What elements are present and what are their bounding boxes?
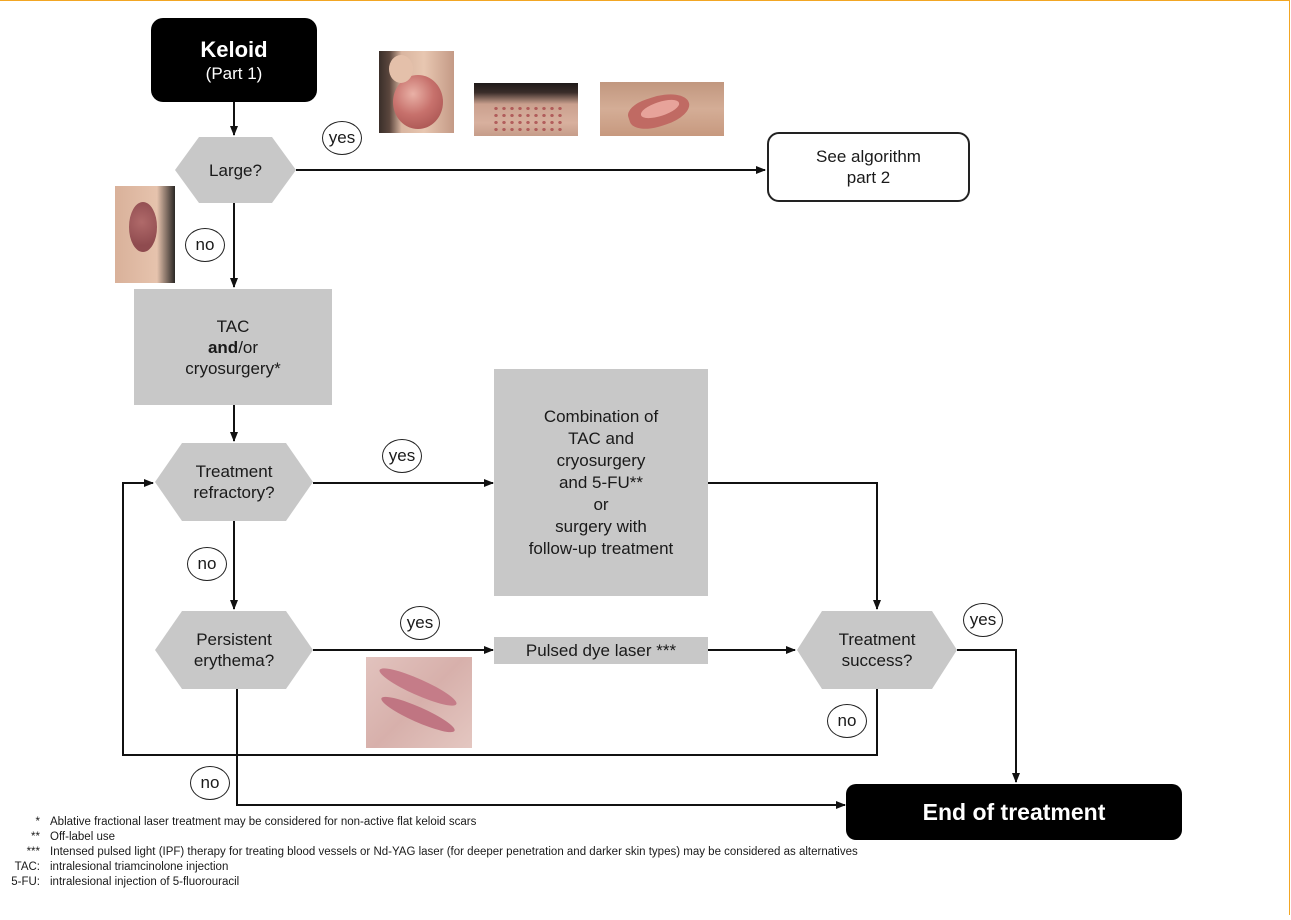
footnote-row: 5-FU: intralesional injection of 5-fluor… — [4, 875, 1284, 890]
refractory-decision-label: Treatment refractory? — [155, 443, 313, 521]
success-yes-arrow — [957, 649, 1020, 783]
tac-line1: TAC — [216, 316, 250, 336]
erythema-yes-label: yes — [400, 606, 440, 640]
footnote-row: *** Intensed pulsed light (IPF) therapy … — [4, 845, 1284, 860]
footnote-text: Intensed pulsed light (IPF) therapy for … — [50, 846, 858, 858]
start-title: Keloid — [200, 37, 268, 62]
footnotes: * Ablative fractional laser treatment ma… — [4, 815, 1284, 890]
success-decision-label: Treatment success? — [797, 611, 957, 689]
success-no-loop-arrow — [122, 479, 878, 756]
refractory-decision-shape — [155, 443, 313, 521]
erythema-decision-shape — [155, 611, 313, 689]
start-subtitle: (Part 1) — [205, 64, 263, 83]
refractory-line1: Treatment — [195, 462, 273, 481]
erythema-line1: Persistent — [196, 630, 272, 649]
combination-process-node: Combination of TAC and cryosurgery and 5… — [494, 369, 708, 596]
success-no-label: no — [827, 704, 867, 738]
large-text: Large? — [209, 160, 262, 180]
tac-bold-and: and — [207, 337, 239, 357]
pdl-process-node: Pulsed dye laser *** — [494, 637, 708, 664]
combination-line2: TAC and — [568, 428, 634, 448]
footnote-mark: *** — [26, 846, 40, 858]
footnote-row: ** Off-label use — [4, 830, 1284, 845]
pdl-text: Pulsed dye laser *** — [525, 641, 677, 660]
large-decision-label: Large? — [175, 137, 296, 203]
footnote-mark: * — [35, 816, 40, 828]
tac-line3: cryosurgery* — [185, 358, 281, 378]
tac-rest: /or — [238, 337, 259, 357]
footnote-text: Off-label use — [50, 831, 115, 843]
footnote-text: intralesional triamcinolone injection — [50, 861, 229, 873]
combination-line6: surgery with — [555, 516, 647, 536]
footnote-mark: 5-FU: — [11, 876, 40, 888]
erythema-line2: erythema? — [193, 651, 275, 670]
footnote-row: TAC: intralesional triamcinolone injecti… — [4, 860, 1284, 875]
erythema-no-label: no — [190, 766, 230, 800]
combination-line5: or — [593, 494, 609, 514]
success-line1: Treatment — [838, 630, 916, 649]
large-decision-shape — [175, 137, 296, 203]
small-keloid-photo — [115, 186, 175, 283]
footnote-row: * Ablative fractional laser treatment ma… — [4, 815, 1284, 830]
tac-line2: and/or — [208, 337, 258, 358]
success-decision-shape — [797, 611, 957, 689]
erythema-no-arrow — [236, 689, 846, 809]
footnote-text: Ablative fractional laser treatment may … — [50, 816, 477, 828]
combination-line7: follow-up treatment — [528, 538, 674, 558]
large-yes-label: yes — [322, 121, 362, 155]
back-keloid-photo — [474, 83, 578, 136]
erythema-decision-label: Persistent erythema? — [155, 611, 313, 689]
erythema-scar-photo — [366, 657, 472, 748]
footnote-text: intralesional injection of 5-fluorouraci… — [50, 876, 240, 888]
see-part2-line1: See algorithm — [816, 147, 921, 166]
large-no-label: no — [185, 228, 225, 262]
combination-line4: and 5-FU** — [558, 472, 644, 492]
start-keloid-node: Keloid (Part 1) — [151, 18, 317, 102]
footnote-mark: ** — [31, 831, 40, 843]
success-yes-label: yes — [963, 603, 1003, 637]
ear-keloid-photo — [379, 51, 454, 133]
chest-keloid-photo — [600, 82, 724, 136]
see-part2-line2: part 2 — [846, 168, 891, 187]
tac-process-node: TAC and/or cryosurgery* — [134, 289, 332, 405]
refractory-yes-label: yes — [382, 439, 422, 473]
refractory-line2: refractory? — [193, 483, 275, 502]
footnote-mark: TAC: — [14, 861, 40, 873]
combination-line1: Combination of — [543, 406, 659, 426]
see-part2-node: See algorithm part 2 — [767, 132, 970, 202]
combination-to-success-arrow — [708, 482, 881, 610]
success-line2: success? — [841, 651, 913, 670]
combination-line3: cryosurgery — [556, 450, 646, 470]
end-of-treatment-node: End of treatment — [846, 784, 1182, 840]
refractory-no-label: no — [187, 547, 227, 581]
end-text: End of treatment — [922, 798, 1106, 825]
